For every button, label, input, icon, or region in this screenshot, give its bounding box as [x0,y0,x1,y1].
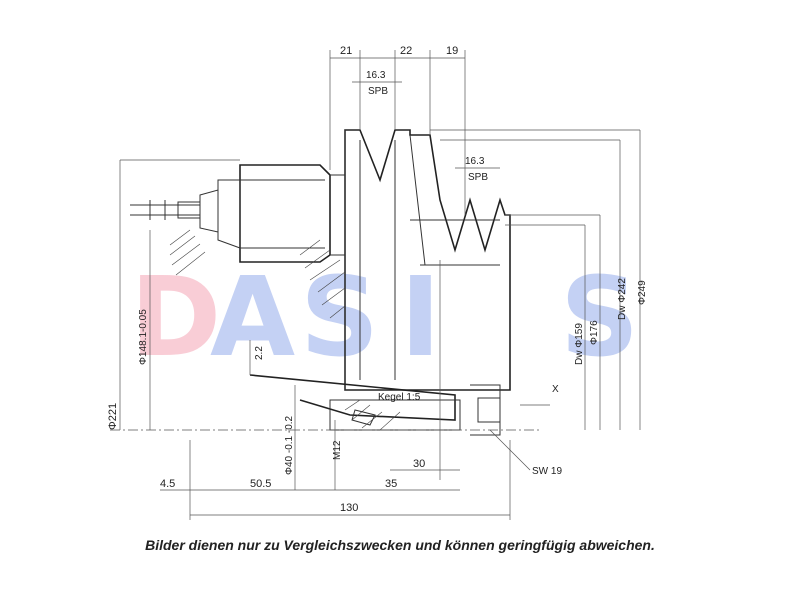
dim-19: 19 [446,45,458,57]
dim-len-4-5: 4.5 [160,478,175,490]
dim-21: 21 [340,45,352,57]
dim-len-30: 30 [413,458,425,470]
view-x-label: X [552,384,559,395]
watermark-letter: I [400,253,441,381]
watermark-letter: A [210,253,295,381]
dim-dia-40: Φ40 -0.1 -0.2 [284,415,295,475]
dim-groove2-profile: SPB [468,172,488,183]
dim-dia-148: Φ148.1-0.05 [138,309,149,365]
section-hatching [169,229,401,431]
dim-22: 22 [400,45,412,57]
wire-connector [130,200,201,220]
caption: Bilder dienen nur zu Vergleichszwecken u… [145,537,655,553]
dim-dia-242: Dw Φ242 [617,278,628,320]
dim-len-130: 130 [340,502,358,514]
dim-len-50-5: 50.5 [250,478,271,490]
watermark-letter: S [300,253,379,381]
dim-groove2-width: 16.3 [465,156,485,167]
pulley-body [330,129,511,391]
watermark-letter: D [130,253,221,381]
dim-len-35: 35 [385,478,397,490]
dim-dia-249: Φ249 [637,280,648,305]
dim-wrench: SW 19 [532,466,562,477]
watermark-letter: S [560,253,639,381]
dim-thread-m12: M12 [332,440,343,460]
dim-dia-176: Φ176 [589,320,600,345]
dim-groove1-profile: SPB [368,86,388,97]
watermark: D A S I S [130,253,639,381]
dim-dia-159: Dw Φ159 [574,323,585,365]
dim-dia-221: Φ221 [107,403,119,430]
technical-drawing: D A S I S [107,45,648,520]
dimension-lines [119,50,641,520]
dim-groove1-width: 16.3 [366,70,386,81]
dim-bore-2-2: 2.2 [254,346,265,360]
dimension-labels: 21 22 19 16.3 SPB 16.3 SPB Φ221 Φ148.1-0… [107,45,648,514]
dim-taper: Kegel 1:5 [378,392,421,403]
